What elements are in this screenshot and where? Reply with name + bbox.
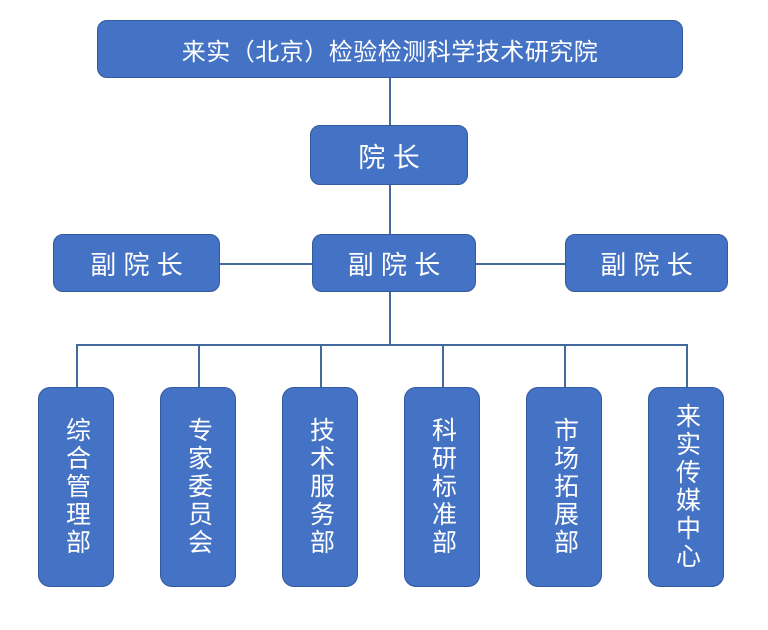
org-node-vice-director-1-label: 副 院 长 (90, 249, 183, 280)
org-node-institute-label: 来实（北京）检验检测科学技术研究院 (181, 38, 599, 66)
org-node-dept-media-center-label: 来实传媒中心 (672, 403, 701, 571)
org-node-director-label: 院 长 (358, 142, 420, 173)
connector-stub-dept-4 (442, 344, 444, 387)
connector-root-to-director (389, 78, 391, 125)
org-node-dept-market-expansion: 市场拓展部 (526, 387, 602, 587)
org-node-dept-market-expansion-label: 市场拓展部 (550, 417, 579, 557)
org-node-dept-general-management: 综合管理部 (38, 387, 114, 587)
org-node-dept-technical-service-label: 技术服务部 (306, 417, 335, 557)
org-node-dept-research-standards-label: 科研标准部 (428, 417, 457, 557)
connector-distribution-bus (76, 344, 687, 346)
connector-stub-dept-6 (686, 344, 688, 387)
connector-stub-dept-3 (320, 344, 322, 387)
connector-vice-left-bridge (220, 263, 312, 265)
org-node-vice-director-2: 副 院 长 (312, 234, 476, 292)
connector-stub-dept-2 (198, 344, 200, 387)
org-node-dept-general-management-label: 综合管理部 (62, 417, 91, 557)
org-node-vice-director-1: 副 院 长 (53, 234, 220, 292)
org-node-dept-expert-committee: 专家委员会 (160, 387, 236, 587)
org-node-dept-expert-committee-label: 专家委员会 (184, 417, 213, 557)
org-node-institute: 来实（北京）检验检测科学技术研究院 (97, 20, 683, 78)
connector-stub-dept-1 (76, 344, 78, 387)
org-node-vice-director-3-label: 副 院 长 (600, 249, 693, 280)
org-node-vice-director-2-label: 副 院 长 (347, 249, 441, 280)
connector-director-to-vice (389, 185, 391, 234)
org-node-director: 院 长 (310, 125, 468, 185)
org-node-dept-research-standards: 科研标准部 (404, 387, 480, 587)
connector-vice-to-bus (389, 292, 391, 344)
org-node-dept-technical-service: 技术服务部 (282, 387, 358, 587)
connector-stub-dept-5 (564, 344, 566, 387)
org-node-vice-director-3: 副 院 长 (565, 234, 728, 292)
org-node-dept-media-center: 来实传媒中心 (648, 387, 724, 587)
connector-vice-right-bridge (476, 263, 565, 265)
